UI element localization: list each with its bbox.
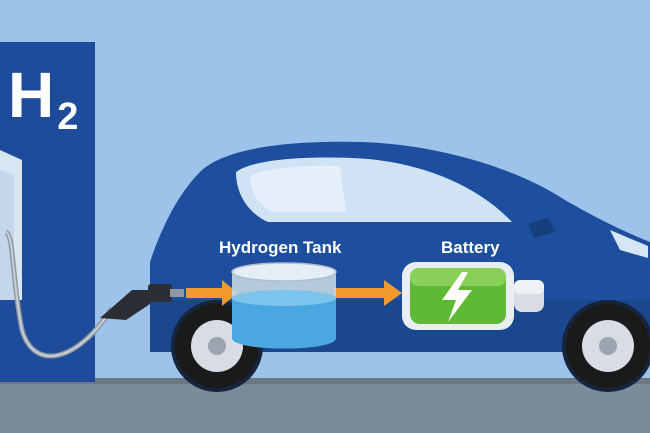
h2-label-subscript: 2 (57, 96, 80, 138)
battery (402, 262, 544, 330)
ground-edge (0, 378, 650, 384)
battery-label: Battery (441, 238, 500, 257)
hydrogen-tank (231, 262, 337, 349)
nozzle-icon (100, 284, 184, 320)
arrow-right-icon (186, 280, 238, 306)
h2-label-main: H (8, 59, 56, 131)
front-wheel (562, 300, 650, 392)
lightning-icon (442, 272, 472, 322)
hydrogen-station (0, 42, 95, 382)
hydrogen-tank-label: Hydrogen Tank (219, 238, 342, 257)
ground (0, 378, 650, 433)
arrow-right-icon (334, 280, 402, 306)
h2-label: H2 (8, 58, 78, 138)
